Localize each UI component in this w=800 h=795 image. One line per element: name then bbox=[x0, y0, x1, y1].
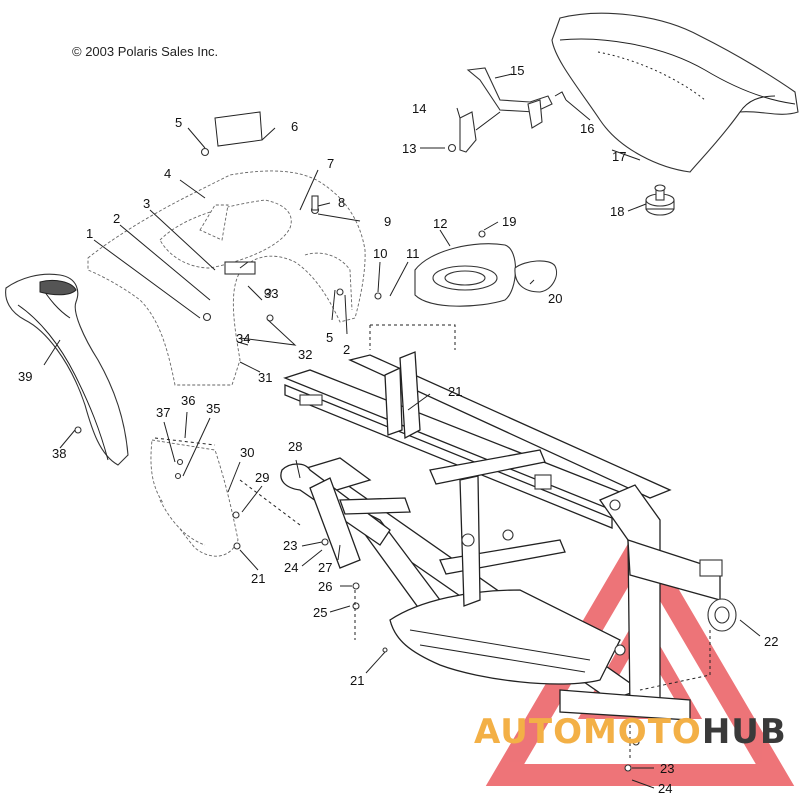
callout-27: 27 bbox=[318, 560, 332, 575]
callout-2: 2 bbox=[113, 211, 120, 226]
callout-labels: 1 2 2 3 4 5 5 6 7 8 9 10 11 12 13 14 15 … bbox=[18, 63, 778, 795]
callout-13: 13 bbox=[402, 141, 416, 156]
callout-6: 6 bbox=[291, 119, 298, 134]
callout-3: 3 bbox=[143, 196, 150, 211]
callout-24: 24 bbox=[658, 781, 672, 795]
callout-8: 8 bbox=[338, 195, 345, 210]
callout-22: 22 bbox=[764, 634, 778, 649]
callout-33: 33 bbox=[264, 286, 278, 301]
watermark-brand-part2: HUB bbox=[701, 712, 787, 752]
callout-25: 25 bbox=[313, 605, 327, 620]
seat-bumper bbox=[645, 184, 675, 216]
callout-15: 15 bbox=[510, 63, 524, 78]
callout-11: 11 bbox=[406, 246, 420, 261]
callout-18: 18 bbox=[610, 204, 624, 219]
callout-35: 35 bbox=[206, 401, 220, 416]
callout-23: 23 bbox=[660, 761, 674, 776]
callout-26: 26 bbox=[318, 579, 332, 594]
callout-19: 19 bbox=[502, 214, 516, 229]
callout-9: 9 bbox=[384, 214, 391, 229]
callout-29: 29 bbox=[255, 470, 269, 485]
callout-21: 21 bbox=[448, 384, 462, 399]
callout-10: 10 bbox=[373, 246, 387, 261]
seat-latch bbox=[447, 67, 567, 153]
callout-39: 39 bbox=[18, 369, 32, 384]
callout-12: 12 bbox=[433, 216, 447, 231]
callout-23: 23 bbox=[283, 538, 297, 553]
seat bbox=[551, 12, 799, 173]
leader-lines bbox=[43, 73, 761, 789]
callout-16: 16 bbox=[580, 121, 594, 136]
copyright-notice: © 2003 Polaris Sales Inc. bbox=[72, 44, 219, 59]
callout-36: 36 bbox=[181, 393, 195, 408]
rear-fender bbox=[87, 170, 366, 386]
callout-34: 34 bbox=[236, 331, 250, 346]
callout-21: 21 bbox=[350, 673, 364, 688]
callout-7: 7 bbox=[327, 156, 334, 171]
callout-2: 2 bbox=[343, 342, 350, 357]
callout-4: 4 bbox=[164, 166, 171, 181]
callout-38: 38 bbox=[52, 446, 66, 461]
callout-5: 5 bbox=[326, 330, 333, 345]
callout-20: 20 bbox=[548, 291, 562, 306]
callout-1: 1 bbox=[86, 226, 93, 241]
rear-subframe bbox=[280, 463, 411, 569]
callout-32: 32 bbox=[298, 347, 312, 362]
callout-24: 24 bbox=[284, 560, 298, 575]
side-panel bbox=[150, 439, 239, 557]
callout-17: 17 bbox=[612, 149, 626, 164]
watermark-text: AUTOMOTOHUB bbox=[474, 712, 787, 752]
callout-37: 37 bbox=[156, 405, 170, 420]
callout-21: 21 bbox=[251, 571, 265, 586]
storage-box bbox=[414, 230, 558, 307]
engine-mount bbox=[707, 598, 737, 632]
callout-30: 30 bbox=[240, 445, 254, 460]
callout-14: 14 bbox=[412, 101, 426, 116]
callout-31: 31 bbox=[258, 370, 272, 385]
callout-28: 28 bbox=[288, 439, 302, 454]
watermark-brand-part1: AUTOMOTO bbox=[474, 712, 702, 752]
callout-5: 5 bbox=[175, 115, 182, 130]
fender-flare bbox=[5, 273, 129, 466]
